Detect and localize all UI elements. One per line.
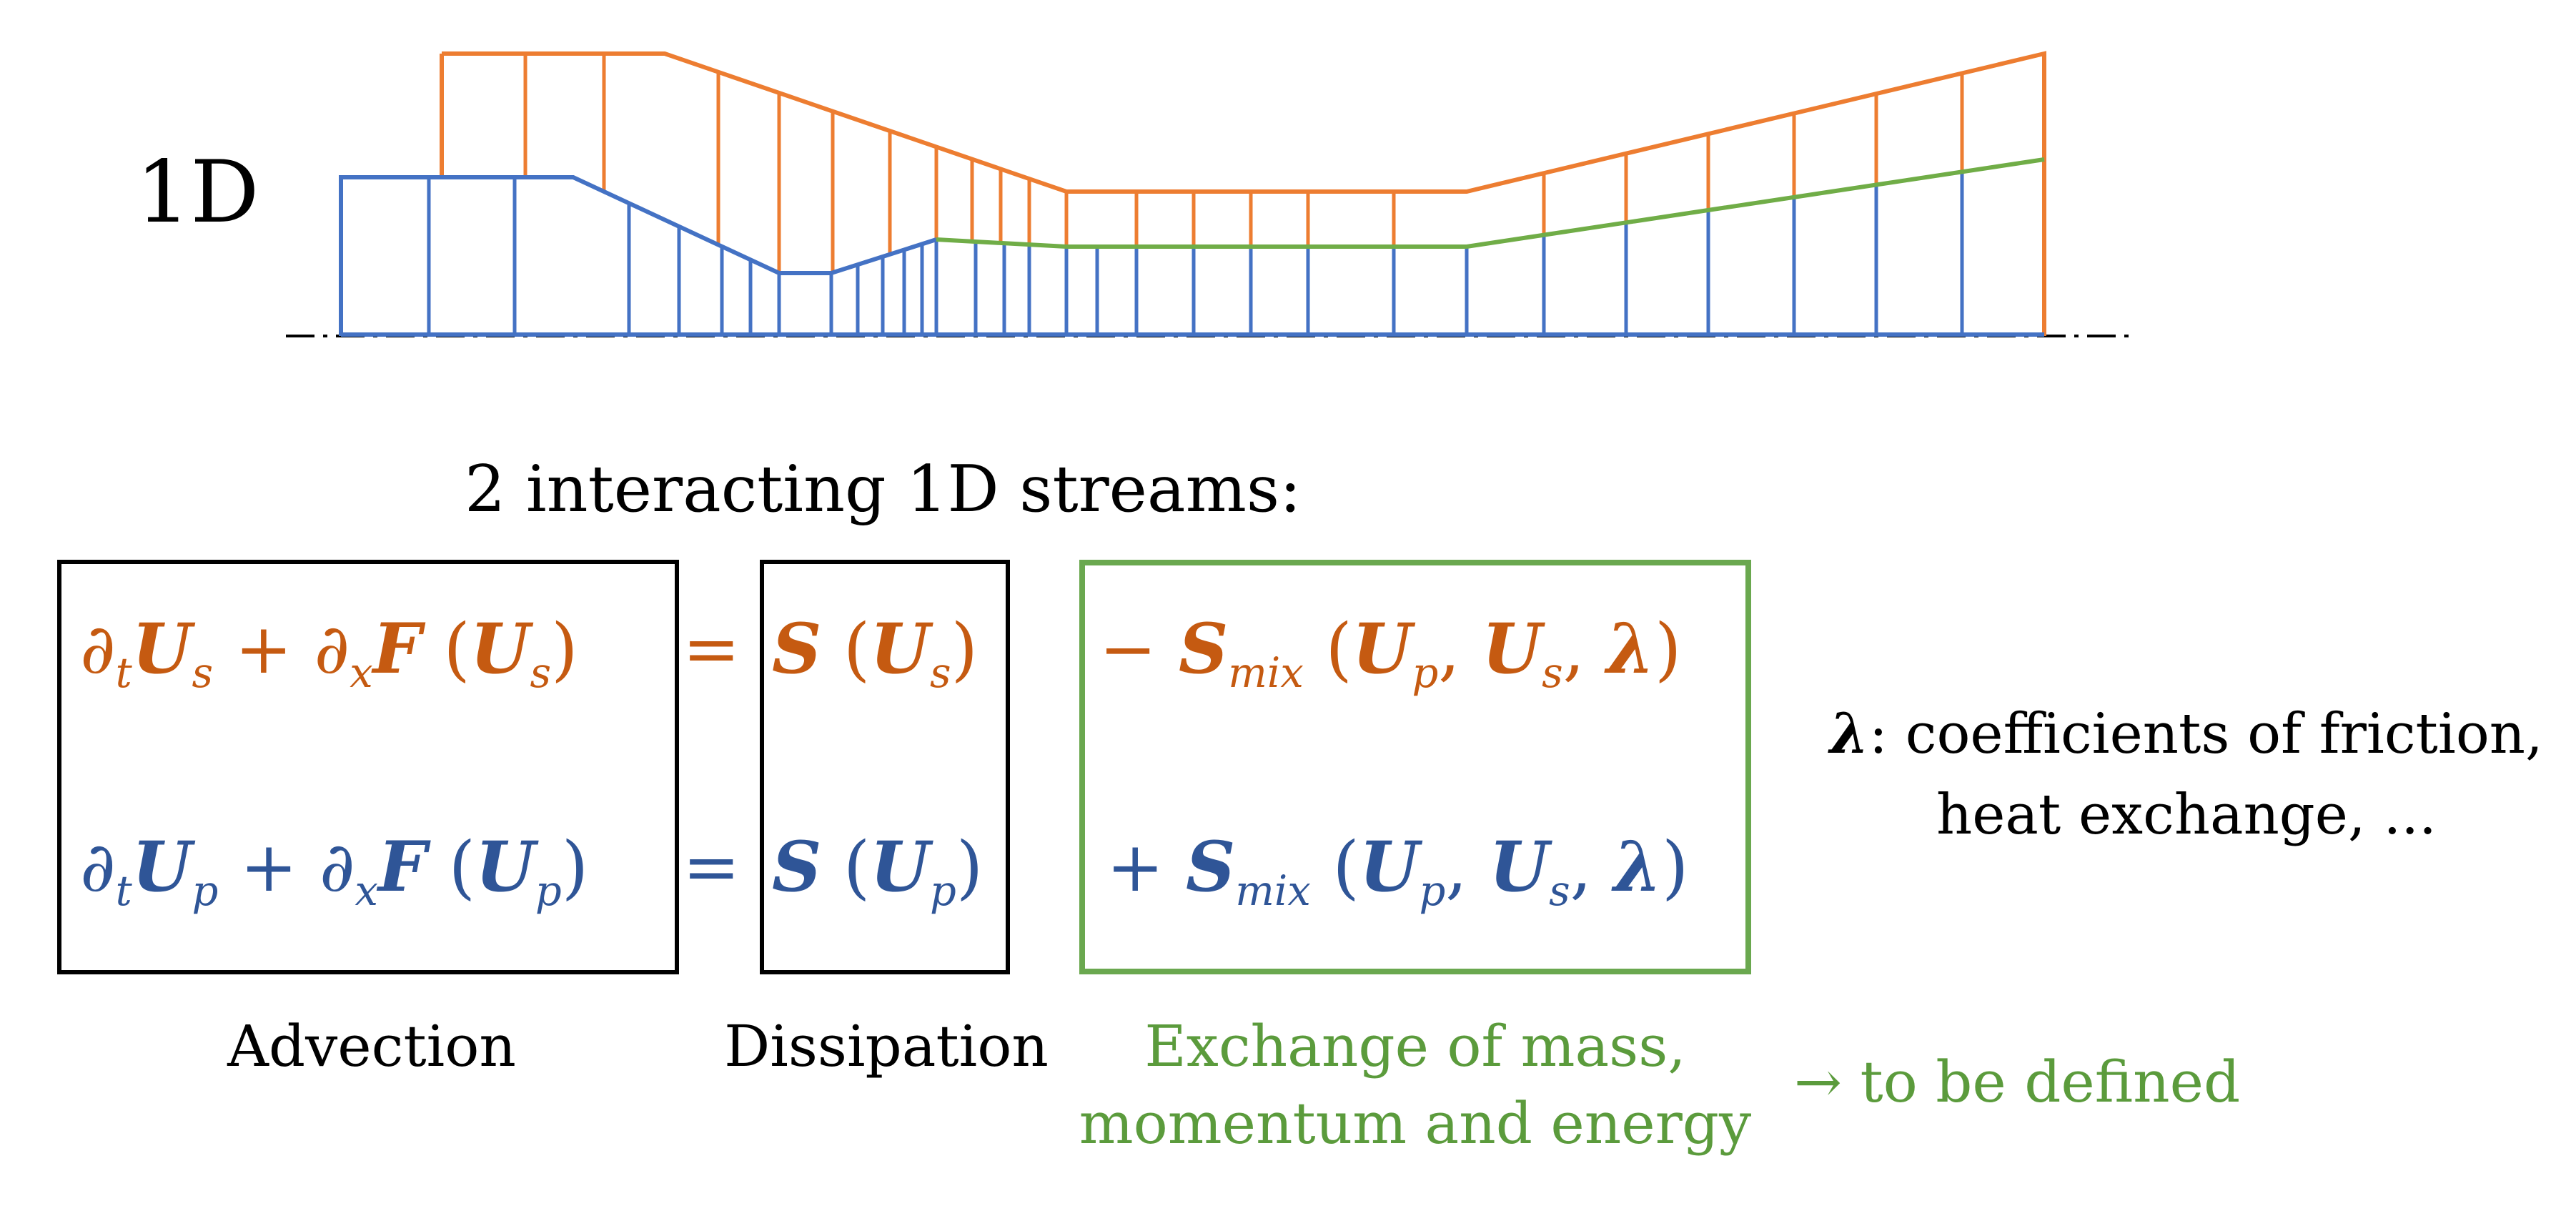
diagram-subtitle: 2 interacting 1D streams: [465, 452, 1302, 527]
primary-advection-terms: ∂tUp + ∂xF (Up) [80, 826, 589, 916]
primary-exchange-term: + Smix (Up, Us, λ) [1106, 826, 1689, 916]
secondary-stream-profile [442, 51, 2046, 336]
lambda-note-line2: heat exchange, ... [1936, 783, 2437, 848]
primary-stream-stations [427, 172, 1964, 335]
primary-equals-sign: = [683, 827, 740, 907]
advection-box [57, 560, 679, 974]
dissipation-caption: Dissipation [724, 1013, 1049, 1079]
stream-diagram [286, 51, 2137, 337]
secondary-dissipation-term: S (Us) [772, 608, 979, 698]
exchange-box [1079, 560, 1751, 974]
lambda-note: λ: coefficients of friction, heat exchan… [1830, 693, 2543, 856]
secondary-exchange-term: − Smix (Up, Us, λ) [1099, 608, 1682, 698]
advection-caption: Advection [227, 1013, 516, 1079]
interface-line [936, 157, 2045, 249]
lambda-symbol: λ [1830, 701, 1869, 766]
secondary-stream-stations [523, 54, 1964, 273]
secondary-equals-sign: = [683, 609, 740, 689]
primary-stream-profile [339, 175, 937, 336]
exchange-caption: Exchange of mass, momentum and energy [1079, 1013, 1752, 1157]
dissipation-box [760, 560, 1010, 974]
dimension-label: 1D [136, 143, 259, 242]
primary-dissipation-term: S (Up) [772, 826, 984, 916]
lambda-note-line1: λ: coefficients of friction, [1830, 701, 2543, 766]
secondary-advection-terms: ∂tUs + ∂xF (Us) [80, 608, 578, 698]
to-be-defined-note: → to be defined [1794, 1049, 2241, 1115]
